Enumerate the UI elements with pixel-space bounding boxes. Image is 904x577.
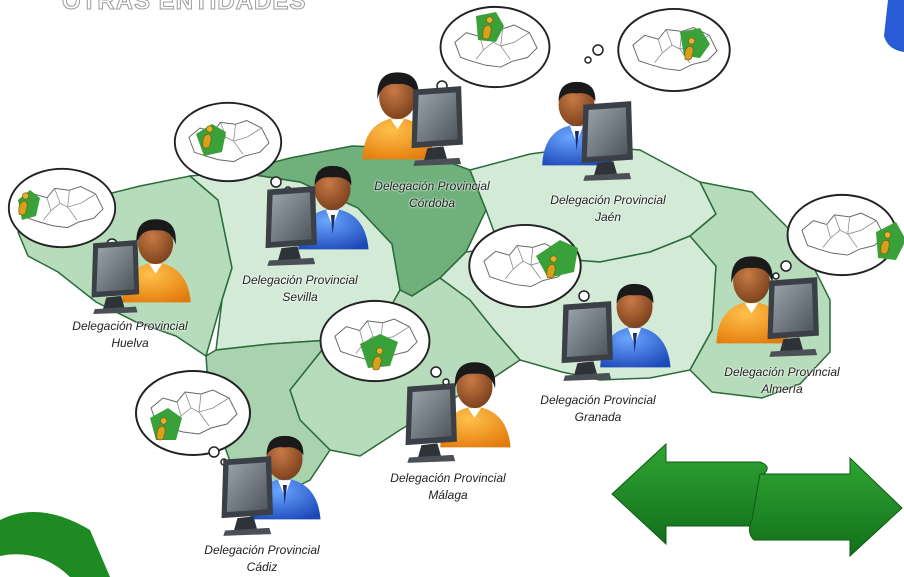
- thought-bubble-almeria: [772, 193, 904, 280]
- thought-bubble-malaga: [319, 299, 450, 386]
- thought-bubble-cordoba: [428, 5, 551, 100]
- page-title: OTRAS ENTIDADES: [61, 0, 307, 16]
- user-computer-cordoba: [362, 72, 463, 166]
- logo-arc-icon: [0, 512, 110, 577]
- double-arrow-icon: [611, 442, 903, 558]
- thought-bubble-jaen: [584, 7, 731, 93]
- blue-corner-icon: [884, 0, 904, 52]
